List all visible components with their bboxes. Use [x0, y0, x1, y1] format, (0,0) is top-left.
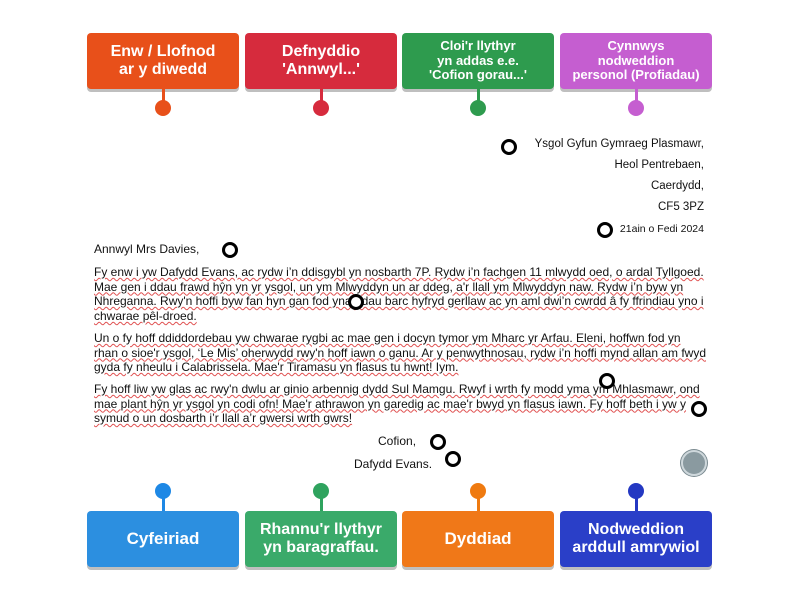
letter-date: 21ain o Fedi 2024 — [619, 223, 704, 235]
letter-paragraph-3: Fy hoff liw yw glas ac rwy'n dwlu ar gin… — [94, 382, 700, 426]
label-card-date[interactable]: Dyddiad — [402, 511, 554, 567]
drop-target-paragraph[interactable] — [348, 294, 364, 310]
pin-dot[interactable] — [313, 483, 329, 499]
pin-dot[interactable] — [628, 483, 644, 499]
address-line-1: Ysgol Gyfun Gymraeg Plasmawr, — [534, 138, 704, 150]
drop-target-style[interactable] — [691, 401, 707, 417]
pin-dot[interactable] — [155, 483, 171, 499]
letter-paragraph-1: Fy enw i yw Dafydd Evans, ac rydw i’n dd… — [94, 265, 704, 323]
label-text: Cynnwys nodweddion personol (Profiadau) — [572, 38, 700, 83]
pin-line — [477, 495, 480, 511]
pin-dot[interactable] — [470, 100, 486, 116]
letter-closing: Cofion, — [378, 434, 417, 448]
label-text: Nodweddion arddull amrywiol — [572, 521, 700, 556]
pin-line — [635, 495, 638, 511]
pin-line — [477, 89, 480, 103]
label-card-annwyl[interactable]: Defnyddio 'Annwyl...' — [245, 33, 397, 89]
pin-dot[interactable] — [470, 483, 486, 499]
letter-paragraph-2: Un o fy hoff ddiddordebau yw chwarae ryg… — [94, 331, 706, 375]
reset-icon[interactable] — [681, 450, 707, 476]
label-card-style-features[interactable]: Nodweddion arddull amrywiol — [560, 511, 712, 567]
label-card-personal-features[interactable]: Cynnwys nodweddion personol (Profiadau) — [560, 33, 712, 89]
drop-target-signature[interactable] — [445, 451, 461, 467]
pin-line — [320, 495, 323, 511]
pin-line — [162, 495, 165, 511]
address-line-2: Heol Pentrebaen, — [614, 159, 704, 171]
label-text: Enw / Llofnod ar y diwedd — [110, 43, 216, 78]
pin-dot[interactable] — [155, 100, 171, 116]
label-text: Cloi'r llythyr yn addas e.e. 'Cofion gor… — [429, 38, 527, 83]
address-postcode: CF5 3PZ — [657, 201, 704, 213]
label-text: Defnyddio 'Annwyl...' — [281, 43, 361, 78]
pin-dot[interactable] — [313, 100, 329, 116]
label-card-name-signature[interactable]: Enw / Llofnod ar y diwedd — [87, 33, 239, 89]
letter-greeting: Annwyl Mrs Davies, — [94, 242, 200, 256]
label-card-address[interactable]: Cyfeiriad — [87, 511, 239, 567]
drop-target-personal[interactable] — [599, 373, 615, 389]
label-card-closing[interactable]: Cloi'r llythyr yn addas e.e. 'Cofion gor… — [402, 33, 554, 89]
label-text: Rhannu'r llythyr yn baragraffau. — [259, 521, 383, 556]
pin-line — [162, 89, 165, 103]
drop-target-address[interactable] — [501, 139, 517, 155]
drop-target-greeting[interactable] — [222, 242, 238, 258]
drop-target-closing[interactable] — [430, 434, 446, 450]
label-text: Dyddiad — [444, 529, 512, 549]
pin-line — [635, 89, 638, 103]
label-card-paragraphs[interactable]: Rhannu'r llythyr yn baragraffau. — [245, 511, 397, 567]
pin-dot[interactable] — [628, 100, 644, 116]
address-line-3: Caerdydd, — [650, 180, 704, 192]
letter-signature: Dafydd Evans. — [354, 457, 433, 471]
pin-line — [320, 89, 323, 103]
label-text: Cyfeiriad — [126, 529, 200, 549]
drop-target-date[interactable] — [597, 222, 613, 238]
